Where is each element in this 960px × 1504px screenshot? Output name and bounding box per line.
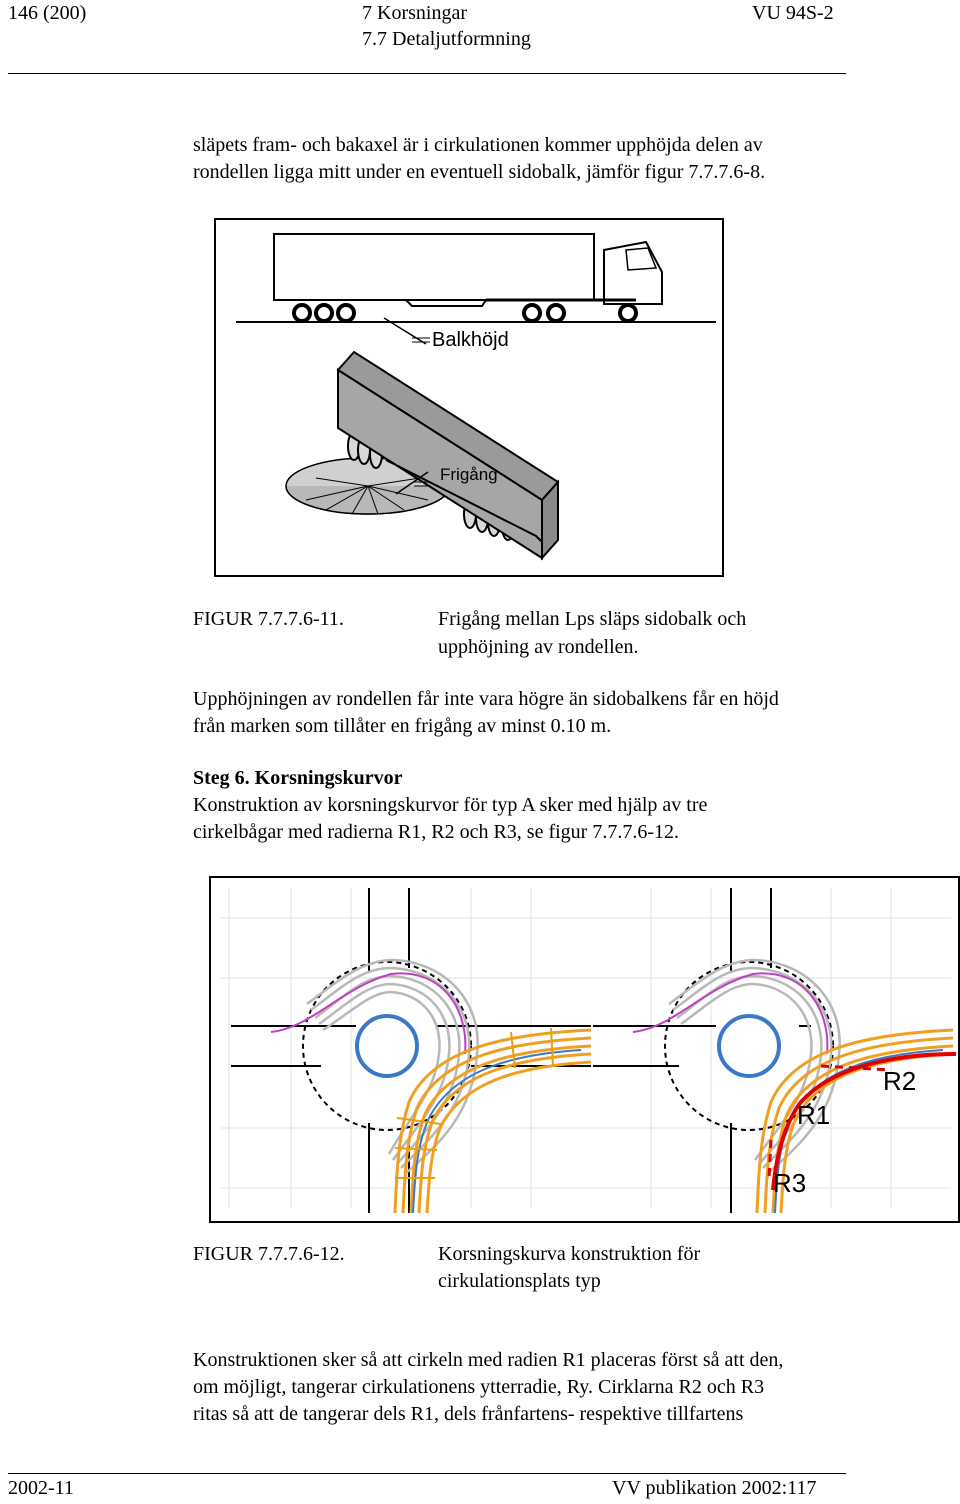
figure1-caption-line-1: Frigång mellan Lps släps sidobalk och [438, 608, 747, 630]
intersection-curves-drawing: R2 R1 R3 [221, 888, 957, 1214]
header-rule [8, 73, 846, 74]
left-intersection [231, 888, 592, 1214]
label-r1: R1 [797, 1100, 830, 1130]
trailer-body [273, 233, 595, 301]
figure2-caption-line-2: cirkulationsplats typ [438, 1270, 601, 1292]
footer-publication: VV publikation 2002:117 [612, 1477, 817, 1499]
page-number: 146 (200) [8, 2, 87, 24]
step6-line-2: cirkelbågar med radierna R1, R2 och R3, … [193, 821, 679, 843]
section-title: 7.7 Detaljutformning [362, 28, 531, 50]
truck-clearance-illustration: Balkhöjd [236, 233, 716, 561]
document-id: VU 94S-2 [752, 2, 834, 24]
left-central-island [355, 1014, 419, 1078]
step6-line-1: Konstruktion av korsningskurvor för typ … [193, 794, 708, 816]
right-intersection: R2 R1 R3 [593, 888, 957, 1214]
figure-intersection-curves: R2 R1 R3 [209, 876, 960, 1223]
footer-date: 2002-11 [8, 1477, 74, 1499]
footer-rule [8, 1473, 846, 1474]
red-construction-curve [771, 1052, 957, 1191]
figure1-caption-number: FIGUR 7.7.7.6-11. [193, 608, 344, 630]
paragraph3-line-3: ritas så att de tangerar dels R1, dels f… [193, 1403, 744, 1425]
chapter-title: 7 Korsningar [362, 2, 467, 24]
intro-line-1: släpets fram- och bakaxel är i cirkulati… [193, 134, 763, 156]
figure2-caption-line-1: Korsningskurva konstruktion för [438, 1243, 701, 1265]
paragraph2-line-2: från marken som tillåter en frigång av m… [193, 715, 612, 737]
figure1-caption-line-2: upphöjning av rondellen. [438, 636, 639, 658]
paragraph2-line-1: Upphöjningen av rondellen får inte vara … [193, 688, 779, 710]
intro-line-2: rondellen ligga mitt under en eventuell … [193, 161, 766, 183]
step6-heading: Steg 6. Korsningskurvor [193, 767, 403, 789]
label-r3: R3 [773, 1168, 806, 1198]
paragraph3-line-2: om möjligt, tangerar cirkulationens ytte… [193, 1376, 765, 1398]
figure2-caption-number: FIGUR 7.7.7.6-12. [193, 1243, 345, 1265]
label-r2: R2 [883, 1066, 916, 1096]
figure-truck-clearance: Balkhöjd [214, 218, 724, 577]
right-central-island [717, 1014, 781, 1078]
paragraph3-line-1: Konstruktionen sker så att cirkeln med r… [193, 1349, 784, 1371]
label-frigang: Frigång [440, 465, 498, 484]
label-balkhojd: Balkhöjd [432, 329, 509, 351]
